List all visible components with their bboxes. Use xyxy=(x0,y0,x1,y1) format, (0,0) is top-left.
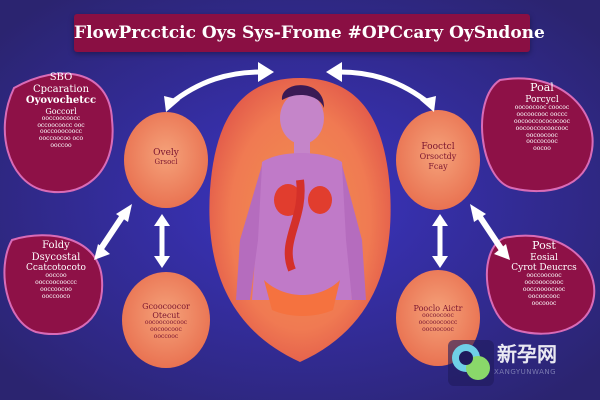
node-line: oocoocooc ooccc xyxy=(516,110,568,118)
node-line: oocoocooc xyxy=(528,293,560,300)
circle-sub-line: ooccooc xyxy=(153,333,179,341)
node-title-line: Poal xyxy=(530,81,554,94)
blob-bottom-right xyxy=(485,234,596,335)
node-line: ooccoocoocc xyxy=(41,114,81,122)
node-title-line: Dsycostal xyxy=(31,251,81,263)
node-line: ooccoocooccc xyxy=(35,279,77,287)
body-figure xyxy=(236,85,366,316)
circle-line: Ovely xyxy=(153,148,179,158)
circle-line: Orsoctdy xyxy=(419,152,457,162)
watermark-logo-icon xyxy=(448,340,494,386)
node-top-left: SBO Cpcaration Oyovochetcc Goccorl oocco… xyxy=(10,72,112,150)
circle-sub-line: oocoocoocooc xyxy=(144,319,188,327)
blob-top-left xyxy=(3,72,114,194)
title-banner: FlowPrcctcic Oys Sys-Frome #OPCcary OySn… xyxy=(74,14,545,52)
circle-top-right-text: Fooctcl Orsoctdy Fcay xyxy=(400,142,476,171)
node-title-line: Goccorl xyxy=(45,106,77,116)
node-line: ooccocooc xyxy=(526,138,558,146)
node-line: ooccooco xyxy=(41,293,71,301)
node-line: ooccoocoo xyxy=(40,286,72,294)
connector-arrows xyxy=(94,62,510,268)
node-title-line: Porcycl xyxy=(525,94,559,105)
node-title-line: Cpcaration xyxy=(32,83,90,95)
node-line: oocoocooc coococ xyxy=(514,103,570,111)
node-line: ooccoo xyxy=(45,272,67,280)
circle-sub-line: oocoocooc xyxy=(422,312,454,320)
node-line: ooccoocoo oco xyxy=(38,135,84,143)
node-line: ooccoo xyxy=(50,142,72,150)
circle-line: Fcay xyxy=(428,161,448,171)
node-line: oocooccocococooc xyxy=(513,117,571,125)
circle-line: Grsocl xyxy=(154,158,178,167)
circle-sub-line: oocooocoocc xyxy=(418,319,458,327)
node-title-line: Eosial xyxy=(530,252,558,263)
diagram-title: FlowPrcctcic Oys Sys-Frome #OPCcary OySn… xyxy=(74,23,545,43)
node-bottom-left: Foldy Dsycostal Ccatcotocoto ooccoo oocc… xyxy=(10,240,102,301)
node-line: oocooocoooc xyxy=(524,279,564,287)
blob-bottom-left xyxy=(3,234,104,336)
node-line: ooccoooocooc xyxy=(522,286,566,294)
node-line: oocoooc xyxy=(531,299,557,307)
circle-top-left xyxy=(124,112,208,208)
node-line: oocooccocoocooc xyxy=(515,124,569,132)
circle-top-right xyxy=(396,110,480,210)
circle-top-left-text: Ovely Grsocl xyxy=(130,148,202,166)
node-line: oocoo xyxy=(533,145,551,153)
node-line: ooccooocoocc xyxy=(39,128,83,136)
node-line: occoocoocc ooc xyxy=(37,121,85,129)
node-title-line: Cyrot Deucrcs xyxy=(511,262,577,273)
circle-line: Fooctcl xyxy=(421,142,455,152)
node-line: ooccoocooc xyxy=(526,272,562,280)
node-bottom-right: Post Eosial Cyrot Deucrcs ooccoocooc ooc… xyxy=(494,239,594,308)
node-top-right: Poal Porcycl oocoocooc coococ oocoocooc … xyxy=(490,81,594,153)
node-title-line: Foldy xyxy=(42,240,70,251)
node-title-line: Oyovochetcc xyxy=(25,95,97,106)
circle-bottom-right-text: Pooclo Aictr oocoocooc oocooocoocc oocoo… xyxy=(400,304,476,334)
watermark-text: 新孕网 xyxy=(497,342,557,366)
circle-bottom-left xyxy=(122,272,210,368)
circle-line: Otecut xyxy=(152,311,180,321)
watermark-subtext: XANGYUNWANG xyxy=(494,368,557,376)
circle-bottom-left-text: Gcoocoocor Otecut oocoocoocooc oocoocooc… xyxy=(128,302,204,341)
node-title-line: Post xyxy=(532,239,556,252)
circle-sub-line: oocoocooc xyxy=(422,325,454,333)
circle-line: Pooclo Aictr xyxy=(413,304,463,313)
circle-line: Gcoocoocor xyxy=(142,302,190,311)
blob-top-right xyxy=(481,77,594,193)
circle-sub-line: oocoocooc xyxy=(150,326,182,334)
node-title-line: SBO xyxy=(49,72,73,83)
node-title-line: Ccatcotocoto xyxy=(26,263,86,273)
node-line: oocoocooc xyxy=(526,131,558,139)
